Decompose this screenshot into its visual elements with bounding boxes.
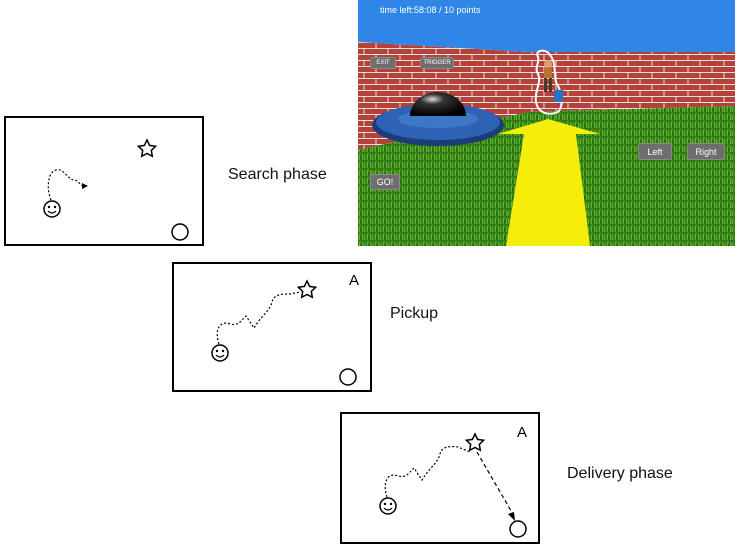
search-phase-label: Search phase — [228, 166, 327, 183]
pickup-path — [384, 445, 471, 498]
direction-arrow — [498, 119, 600, 246]
arrowhead-icon — [508, 512, 515, 521]
star-icon — [136, 138, 158, 158]
left-button[interactable]: Left — [638, 143, 672, 160]
pickup-path — [216, 291, 301, 345]
goal-circle-icon — [171, 223, 189, 241]
landmark-letter: A — [517, 424, 528, 441]
right-button[interactable]: Right — [687, 143, 725, 160]
delivery-arrow — [476, 451, 515, 517]
search-phase-panel — [4, 116, 204, 246]
sky — [358, 0, 735, 42]
delivery-phase-label: Delivery phase — [567, 465, 673, 482]
pickup-label: Pickup — [390, 305, 439, 322]
smiley-icon — [43, 200, 61, 218]
trigger-button[interactable]: TRIGGER — [420, 57, 454, 69]
star-icon — [464, 432, 486, 452]
pickup-panel: A — [172, 262, 372, 392]
hud-status: time left:58:08 / 10 points — [380, 5, 481, 15]
exit-button[interactable]: EXIT — [370, 57, 396, 69]
star-icon — [296, 279, 318, 299]
landmark-letter: A — [349, 272, 360, 289]
saucer — [372, 92, 504, 146]
go-button[interactable]: GO! — [370, 174, 400, 190]
smiley-icon — [379, 497, 397, 515]
game-screenshot: time left:58:08 / 10 points EXIT TRIGGER… — [358, 0, 735, 246]
smiley-icon — [211, 344, 229, 362]
game-scene — [358, 0, 735, 246]
goal-circle-icon — [509, 520, 527, 538]
brick-wall-back — [528, 52, 735, 112]
arrowhead-icon — [82, 183, 88, 189]
character — [534, 49, 563, 115]
delivery-phase-panel: A — [340, 412, 540, 544]
search-path — [47, 169, 84, 201]
goal-circle-icon — [339, 368, 357, 386]
